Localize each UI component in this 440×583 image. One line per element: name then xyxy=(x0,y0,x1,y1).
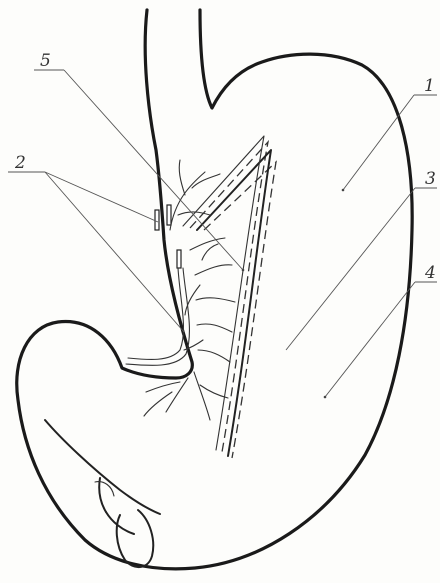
label-3: 3 xyxy=(425,169,436,189)
vessel-branches xyxy=(144,160,235,420)
label-1: 1 xyxy=(424,76,435,96)
stomach-outline xyxy=(17,10,412,569)
ligated-vessel xyxy=(126,205,189,365)
label-2: 2 xyxy=(14,153,26,173)
label-4: 4 xyxy=(424,263,436,283)
pylorus-detail xyxy=(45,420,160,567)
label-5: 5 xyxy=(40,51,51,71)
leader-lines xyxy=(8,70,437,398)
